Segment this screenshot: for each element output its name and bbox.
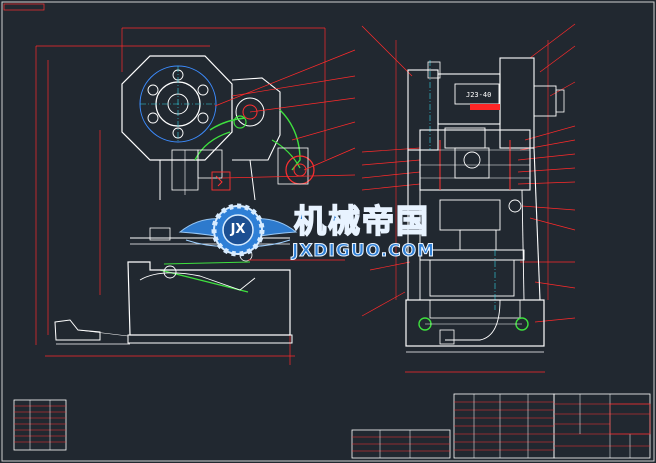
drawing-number-box <box>3 3 45 11</box>
svg-text:J23-40: J23-40 <box>466 91 491 99</box>
watermark-emblem-text: JX <box>230 222 246 237</box>
site-watermark <box>178 203 298 257</box>
watermark-en-text: JXDIGUO.COM <box>291 241 436 262</box>
front-view: J23-40 <box>361 23 576 373</box>
title-block <box>351 393 651 459</box>
parts-list-left <box>13 399 67 451</box>
side-view <box>35 27 356 365</box>
watermark-cn-text: 机械帝国 <box>293 201 431 241</box>
